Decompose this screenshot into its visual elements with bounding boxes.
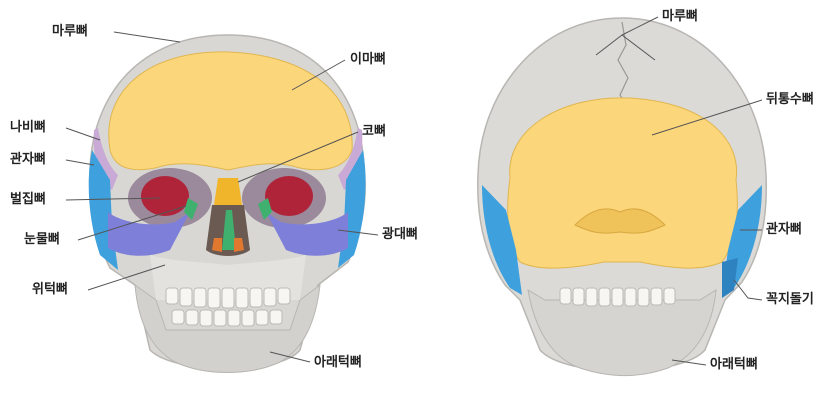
label-front-parietal: 마루뼈 <box>52 24 88 40</box>
back-skull <box>478 18 767 376</box>
label-front-sphenoid: 나비뼈 <box>10 120 46 136</box>
label-front-ethmoid: 벌집뼈 <box>10 192 46 208</box>
front-ethmoid-right <box>265 176 313 216</box>
label-back-mastoid: 꼭지돌기 <box>766 292 814 308</box>
front-skull <box>89 35 366 373</box>
label-front-mandible: 아래턱뼈 <box>314 355 362 371</box>
back-occipital-bone <box>508 98 738 268</box>
front-upper-teeth <box>166 288 290 308</box>
label-back-occipital: 뒤통수뼈 <box>766 92 814 108</box>
label-front-temporal: 관자뼈 <box>10 152 46 168</box>
front-ethmoid-left <box>141 176 189 216</box>
label-front-frontal: 이마뼈 <box>350 52 386 68</box>
back-teeth <box>560 288 675 306</box>
label-back-mandible: 아래턱뼈 <box>710 357 758 373</box>
label-front-zygomatic: 광대뼈 <box>382 227 418 243</box>
label-front-nasal: 코뼈 <box>362 124 386 140</box>
label-front-maxilla: 위턱뼈 <box>32 282 68 298</box>
front-nasal-bone <box>214 178 242 205</box>
label-back-parietal: 마루뼈 <box>662 9 698 25</box>
label-front-lacrimal: 눈물뼈 <box>24 232 60 248</box>
label-back-temporal: 관자뼈 <box>766 222 802 238</box>
leader-front-parietal <box>114 32 180 42</box>
